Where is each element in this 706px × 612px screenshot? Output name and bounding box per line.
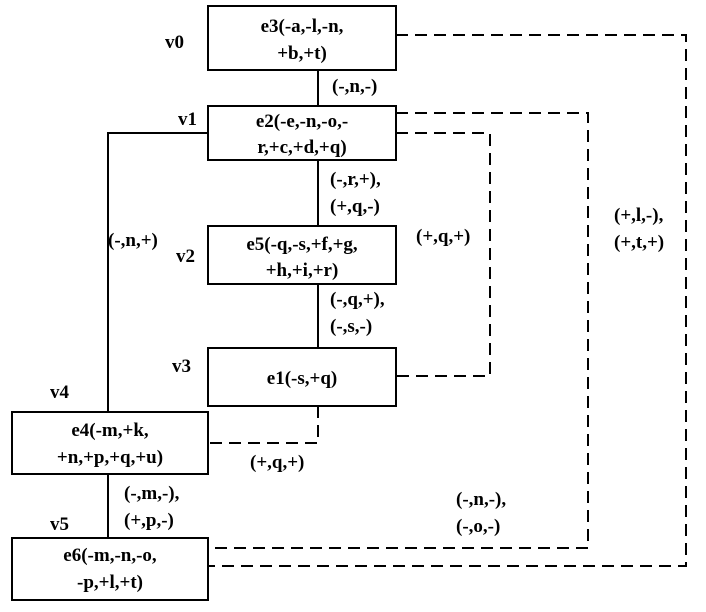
edge-label-v4-v5-line2: (+,p,-)	[124, 510, 174, 531]
node-v3: e1(-s,+q) v3	[172, 347, 397, 407]
edge-label-v1-v4: (-,n,+)	[108, 230, 158, 251]
node-v5-line1: e6(-m,-n,-o,	[63, 545, 157, 566]
node-v0: e3(-a,-l,-n, +b,+t) v0	[165, 5, 397, 71]
node-v5: e6(-m,-n,-o, -p,+l,+t) v5	[11, 514, 209, 601]
edge-label-v1-v5-line2: (-,o,-)	[456, 516, 500, 537]
edge-label-v0-v5-line2: (+,t,+)	[614, 232, 664, 253]
edge-v3-v4	[208, 406, 319, 444]
node-v2-line1: e5(-q,-s,+f,+g,	[246, 234, 358, 255]
node-v3-id: v3	[172, 356, 191, 377]
edge-label-v1-v5-line1: (-,n,-),	[456, 489, 506, 510]
node-v2: e5(-q,-s,+f,+g, +h,+i,+r) v2	[176, 225, 397, 285]
edge-label-v1-v3: (+,q,+)	[416, 226, 470, 247]
node-v4-line2: +n,+p,+q,+u)	[57, 447, 163, 468]
node-v5-line2: -p,+l,+t)	[77, 572, 143, 593]
node-v4-line1: e4(-m,+k,	[71, 420, 149, 441]
edge-label-v1-v2-line2: (+,q,-)	[330, 196, 380, 217]
node-v4: e4(-m,+k, +n,+p,+q,+u) v4	[11, 382, 209, 475]
node-v0-id: v0	[165, 32, 184, 53]
node-v1-id: v1	[178, 109, 197, 130]
edge-label-v2-v3-line2: (-,s,-)	[330, 316, 372, 337]
edge-label-v3-v4: (+,q,+)	[250, 452, 304, 473]
node-v0-line2: +b,+t)	[277, 43, 327, 64]
edge-v1-v5	[208, 112, 589, 549]
edge-label-v1-v2-line1: (-,r,+),	[330, 169, 381, 190]
edge-v0-v5	[208, 34, 687, 567]
edge-label-v0-v1: (-,n,-)	[332, 76, 377, 97]
edge-label-v2-v3-line1: (-,q,+),	[330, 289, 385, 310]
node-v2-id: v2	[176, 246, 195, 267]
node-v1-line1: e2(-e,-n,-o,-	[256, 111, 348, 132]
node-v1-line2: r,+c,+d,+q)	[257, 137, 346, 158]
node-v3-line1: e1(-s,+q)	[267, 368, 337, 389]
edge-label-v0-v5-line1: (+,l,-),	[614, 205, 664, 226]
edge-v1-v4	[107, 132, 208, 412]
node-v1: e2(-e,-n,-o,- r,+c,+d,+q) v1	[178, 105, 397, 161]
edge-v1-v3	[396, 132, 491, 377]
node-v4-id: v4	[50, 382, 70, 403]
node-v0-line1: e3(-a,-l,-n,	[261, 16, 344, 37]
node-v5-id: v5	[50, 514, 69, 535]
edge-label-v4-v5-line1: (-,m,-),	[124, 483, 180, 504]
node-v2-line2: +h,+i,+r)	[266, 260, 339, 281]
